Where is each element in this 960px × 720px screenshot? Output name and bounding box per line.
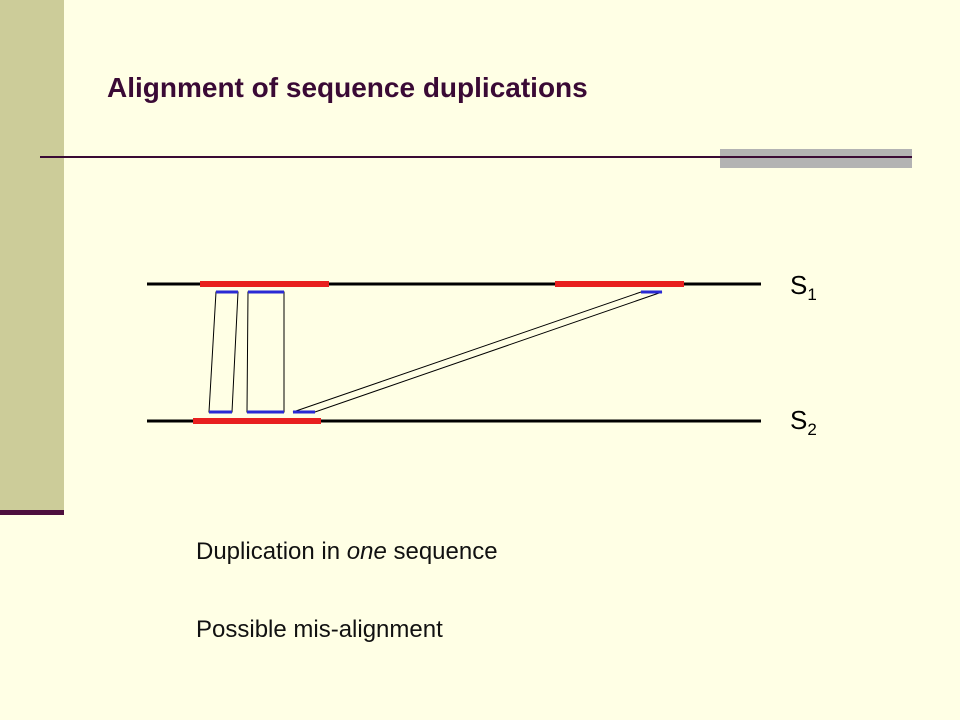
alignment-block-first: [208, 291, 239, 413]
caption-duplication-emphasis: one: [346, 538, 387, 565]
alignment-block-second: [246, 291, 285, 413]
sequence-label-s2: S2: [790, 405, 817, 440]
sequence-label-s1-letter: S: [790, 270, 808, 300]
side-bar-decoration: [0, 0, 64, 512]
sequence-label-s2-letter: S: [790, 405, 808, 435]
alignment-block-diagonal: [292, 291, 663, 413]
caption-misalignment: Possible mis-alignment: [196, 616, 443, 643]
title-rule: [40, 156, 912, 158]
side-bar-foot-accent: [0, 510, 64, 515]
sequence-label-s1-subscript: 1: [807, 285, 817, 304]
title-rule-accent: [720, 149, 912, 168]
sequence-label-s2-subscript: 2: [807, 420, 817, 439]
sequence-label-s1: S1: [790, 270, 817, 305]
caption-duplication: Duplication in one sequence: [196, 538, 498, 566]
caption-duplication-before: Duplication in: [196, 538, 347, 565]
title-rule-accent-line: [720, 156, 912, 158]
slide-title: Alignment of sequence duplications: [107, 72, 588, 103]
caption-duplication-after: sequence: [386, 538, 498, 565]
